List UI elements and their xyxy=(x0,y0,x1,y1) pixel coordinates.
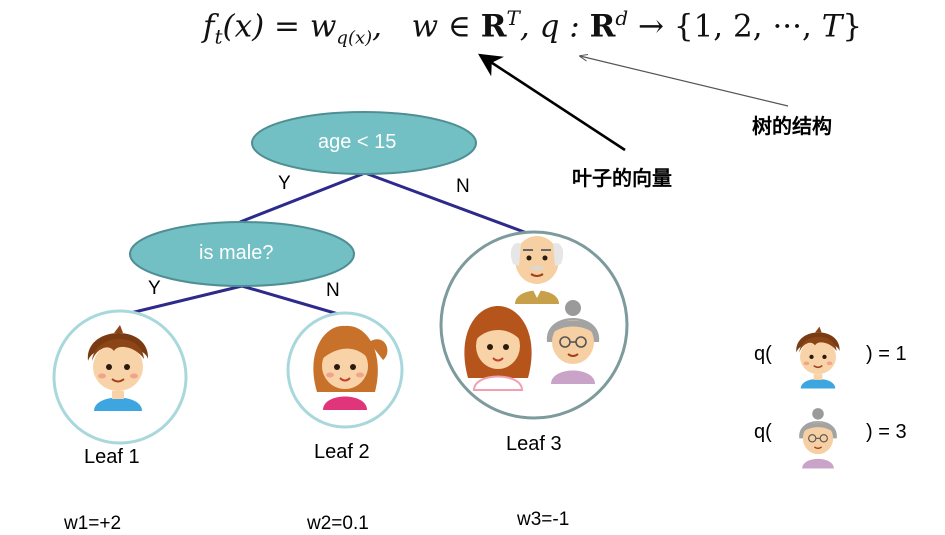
child-node-label: is male? xyxy=(199,242,274,264)
leaf-1-label: Leaf 1 xyxy=(84,446,140,468)
boy-icon xyxy=(795,325,841,390)
grandma-icon xyxy=(798,407,838,470)
edge-child-left xyxy=(117,284,243,318)
edge-child-right xyxy=(241,284,346,318)
root-yes-label: Y xyxy=(278,173,291,194)
child-node xyxy=(129,221,355,287)
arrow-to-w xyxy=(478,53,626,152)
q-example-1-result: ) = 1 xyxy=(866,343,907,365)
q-example-1-prefix: q( xyxy=(754,343,772,365)
child-yes-label: Y xyxy=(148,278,161,299)
leaf-vector-annotation: 叶子的向量 xyxy=(572,166,672,190)
root-node-label: age < 15 xyxy=(318,131,397,153)
q-example-2-prefix: q( xyxy=(754,421,772,443)
leaf-2-label: Leaf 2 xyxy=(314,441,370,463)
leaf-1-weight: w1=+2 xyxy=(64,513,122,534)
edge-root-left xyxy=(239,171,366,224)
arrow-to-q xyxy=(580,56,789,107)
tree-structure-annotation: 树的结构 xyxy=(752,114,832,138)
leaf-2-weight: w2=0.1 xyxy=(307,513,369,534)
q-example-2-result: ) = 3 xyxy=(866,421,907,443)
root-no-label: N xyxy=(456,176,470,197)
formula: ft(x) = wq(x), w ∈ RT, q : Rd → {1, 2, ·… xyxy=(203,6,863,49)
leaf-3-weight: w3=-1 xyxy=(517,509,570,530)
edge-root-right xyxy=(364,171,536,238)
leaf-3-label: Leaf 3 xyxy=(506,433,562,455)
root-node xyxy=(251,111,477,175)
child-no-label: N xyxy=(326,280,340,301)
